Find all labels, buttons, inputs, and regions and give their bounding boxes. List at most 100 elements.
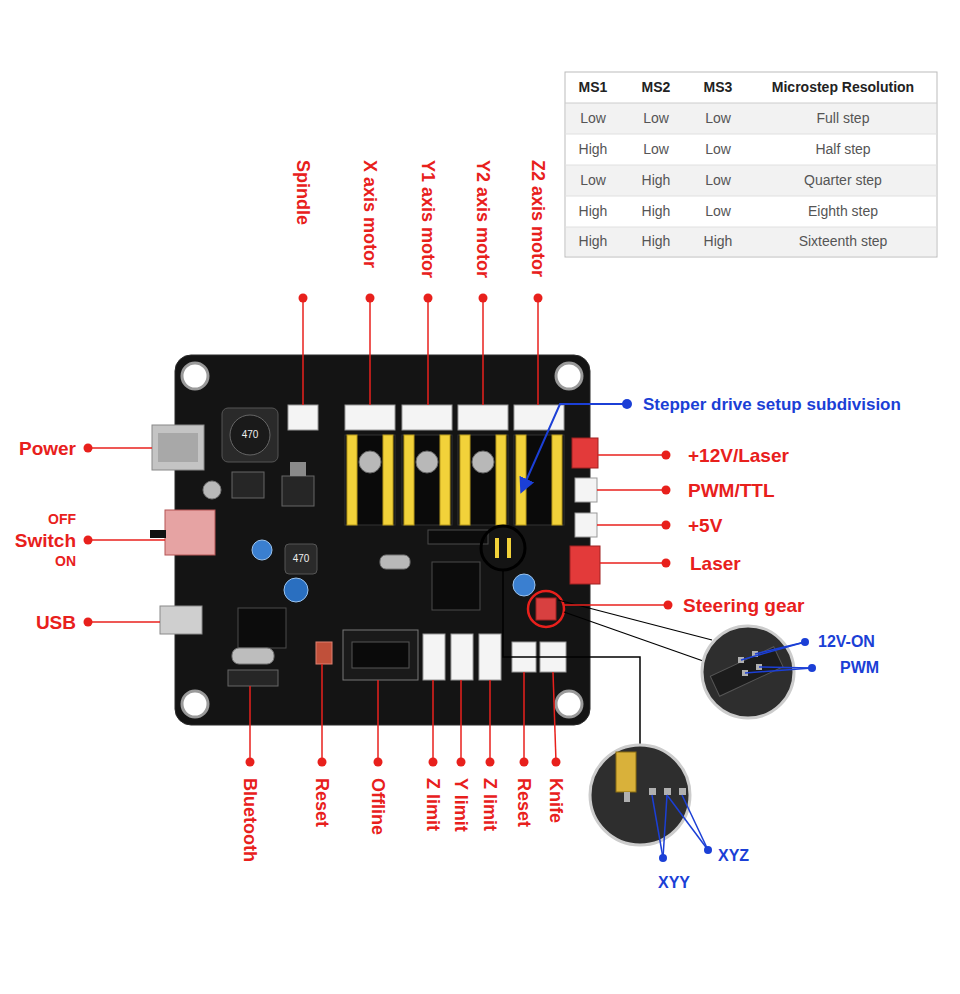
leader-dot [374,758,383,767]
limit-connector [423,634,445,680]
part-label: Y limit [450,778,472,832]
table-cell: High [563,202,623,220]
pin-name: XYZ [718,846,749,866]
leader-line [88,539,165,541]
table-cell: Low [626,109,686,127]
table-header: MS1 [563,78,623,96]
limit-connector [451,634,473,680]
five-volt-connector [575,513,597,537]
capacitor [252,540,272,560]
part-label: +5V [688,514,722,537]
leader-dot [429,758,438,767]
regulator [282,476,314,506]
capacitor [513,574,535,596]
driver-module [514,435,564,525]
pin-pointer [667,795,708,850]
driver-module [458,435,508,525]
pointer-dot [801,638,809,646]
laser-connector [570,546,600,584]
leader-line [432,680,434,762]
pin-header [383,435,393,525]
jumper-highlight [481,526,525,570]
jumper-pin [507,538,511,558]
crystal [232,648,274,664]
leader-line [537,298,539,405]
leader-dot [366,294,375,303]
leader-dot [662,559,671,568]
leader-dot [299,294,308,303]
table-cell: High [626,202,686,220]
table-cell: High [688,232,748,250]
part-label: Switch [15,529,76,552]
table-row-shade [566,165,936,196]
table-cell: Low [688,202,748,220]
leader-line [597,489,666,491]
switch-state: OFF [48,510,76,528]
pin-header [404,435,414,525]
servo-header [536,598,556,620]
spindle-connector [288,405,318,430]
zoom-inset [702,626,794,718]
inset-pin [624,792,630,802]
table-cell: Low [688,140,748,158]
table-cell: Full step [758,109,928,127]
servo-highlight [528,591,564,627]
leader-line [321,664,323,762]
jumper-pin [495,538,499,558]
motor-connector [458,405,508,430]
inset-jumper [616,752,636,792]
leader-line [427,298,429,405]
pin-header [552,435,562,525]
pin-name: 12V-ON [818,632,875,652]
pin-header [440,435,450,525]
table-cell: Half step [758,140,928,158]
part-label: Reset [513,778,535,827]
table-header: MS3 [688,78,748,96]
power-jack [152,425,204,470]
pwm-connector [575,478,597,502]
usb-chip [238,608,286,648]
table-cell: Low [563,171,623,189]
pointer-dot [659,854,667,862]
table-cell: High [626,232,686,250]
motor-connector [514,405,564,430]
pin-pointer [682,795,708,850]
leader-line [88,621,160,623]
part-label: Z limit [422,778,444,831]
leader-line [302,298,304,405]
switch-state: ON [55,552,76,570]
table-cell: Quarter step [758,171,928,189]
leader-line [553,672,556,762]
leader-dot [534,294,543,303]
part-label: Z limit [479,778,501,831]
driver-module [345,435,395,525]
part-label: Power [19,437,76,460]
silkscreen-text: 470 [286,552,316,566]
leader-dot [84,618,93,627]
mount-hole [556,691,582,717]
part-label: X axis motor [359,160,381,268]
table-cell: Low [626,140,686,158]
leader-dot [662,486,671,495]
pin-pointer [663,795,667,858]
leader-dot [662,451,671,460]
table-rule [565,134,937,135]
inductor [222,408,278,462]
leader-dot [457,758,466,767]
leader-line [482,298,484,405]
pin-pointer [652,795,663,858]
regulator-tab [290,462,306,476]
crystal [380,555,410,569]
regulator [232,472,264,498]
inductor-core [230,415,270,455]
leader-dot [246,758,255,767]
power-switch [165,510,215,555]
capacitor [203,481,221,499]
part-label: Y1 axis motor [417,160,439,278]
callout-label: Stepper drive setup subdivision [643,394,901,415]
part-label: Steering gear [683,594,804,617]
leader-dot [84,536,93,545]
table-cell: Sixteenth step [758,232,928,250]
silkscreen-text: 470 [235,428,265,442]
